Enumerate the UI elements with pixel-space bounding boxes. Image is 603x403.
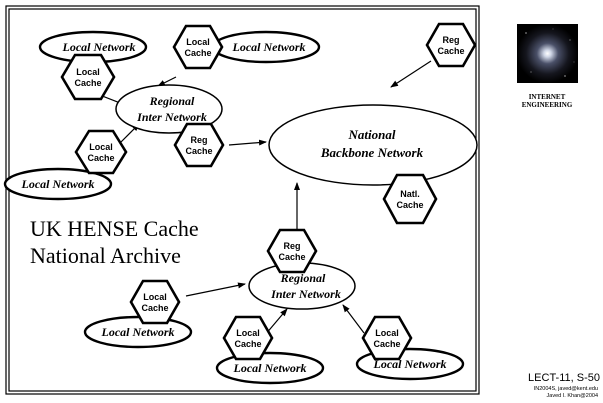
slide-title-line1: UK HENSE Cache [30, 216, 199, 241]
arrow-regcache-to-national [228, 139, 267, 146]
reg-cache-1-label-line2: Cache [185, 146, 212, 156]
national-label-line1: National [348, 127, 396, 142]
local-cache-2-label-line2: Cache [184, 48, 211, 58]
local-network-4-label: Local Network [101, 325, 175, 339]
galaxy-image [517, 24, 578, 83]
local-cache-4-label-line1: Local [143, 292, 167, 302]
arrow-regcache-top-to-national [390, 60, 432, 88]
regional-top-label-line1: Regional [149, 94, 195, 108]
reg-cache-1 [173, 122, 225, 168]
local-network-1-label: Local Network [62, 40, 136, 54]
natl-cache [382, 173, 438, 225]
regional-network-top [115, 84, 223, 134]
reg-cache-3-label-line1: Reg [283, 241, 300, 251]
reg-cache-2-label-line2: Cache [437, 46, 464, 56]
sidebar-label-line1: INTERNET [529, 93, 566, 101]
local-cache-3-label-line1: Local [89, 142, 113, 152]
slide-inner-frame [8, 8, 477, 392]
arrow-localcache6-to-regional2 [342, 304, 365, 334]
sidebar-label-line2: ENGINEERING [522, 101, 573, 109]
local-cache-2 [172, 24, 224, 70]
reg-cache-3-label-line2: Cache [278, 252, 305, 262]
local-cache-5-label-line2: Cache [234, 339, 261, 349]
national-backbone-network [268, 104, 478, 186]
local-cache-6 [361, 315, 413, 361]
galaxy-stars [525, 28, 575, 77]
course-line: IN2004S, javed@kent.edu [534, 386, 598, 392]
local-cache-1 [60, 53, 116, 101]
local-network-6-label: Local Network [373, 357, 447, 371]
local-network-3 [3, 167, 113, 201]
reg-cache-1-label-line1: Reg [190, 135, 207, 145]
local-cache-4 [129, 279, 181, 325]
local-network-2-label: Local Network [232, 40, 306, 54]
local-cache-4-label-line2: Cache [141, 303, 168, 313]
local-network-5 [215, 351, 325, 385]
national-label-line2: Backbone Network [320, 145, 424, 160]
local-network-4 [83, 315, 193, 349]
natl-cache-label-line1: Natl. [400, 189, 420, 199]
reg-cache-2-label-line1: Reg [442, 35, 459, 45]
local-cache-1-label-line1: Local [76, 67, 100, 77]
regional-top-label-line2: Inter Network [136, 110, 207, 124]
local-cache-6-label-line2: Cache [373, 339, 400, 349]
local-cache-2-label-line1: Local [186, 37, 210, 47]
author-line: Javed I. Khan@2004 [547, 393, 598, 399]
natl-cache-label-line2: Cache [396, 200, 423, 210]
local-cache-5 [222, 315, 274, 361]
reg-cache-3 [266, 228, 318, 274]
local-cache-6-label-line1: Local [375, 328, 399, 338]
regional-bottom-label-line2: Inter Network [270, 287, 341, 301]
slide-id: LECT-11, S-50 [528, 372, 600, 384]
local-cache-3 [74, 129, 128, 175]
local-cache-1-label-line2: Cache [74, 78, 101, 88]
local-cache-5-label-line1: Local [236, 328, 260, 338]
local-cache-3-label-line2: Cache [87, 153, 114, 163]
arrow-localcache4-to-regional2 [185, 282, 246, 297]
slide-title-line2: National Archive [30, 243, 181, 268]
reg-cache-2 [425, 22, 477, 68]
local-network-3-label: Local Network [21, 177, 95, 191]
regional-bottom-label-line1: Regional [280, 271, 326, 285]
local-network-5-label: Local Network [233, 361, 307, 375]
